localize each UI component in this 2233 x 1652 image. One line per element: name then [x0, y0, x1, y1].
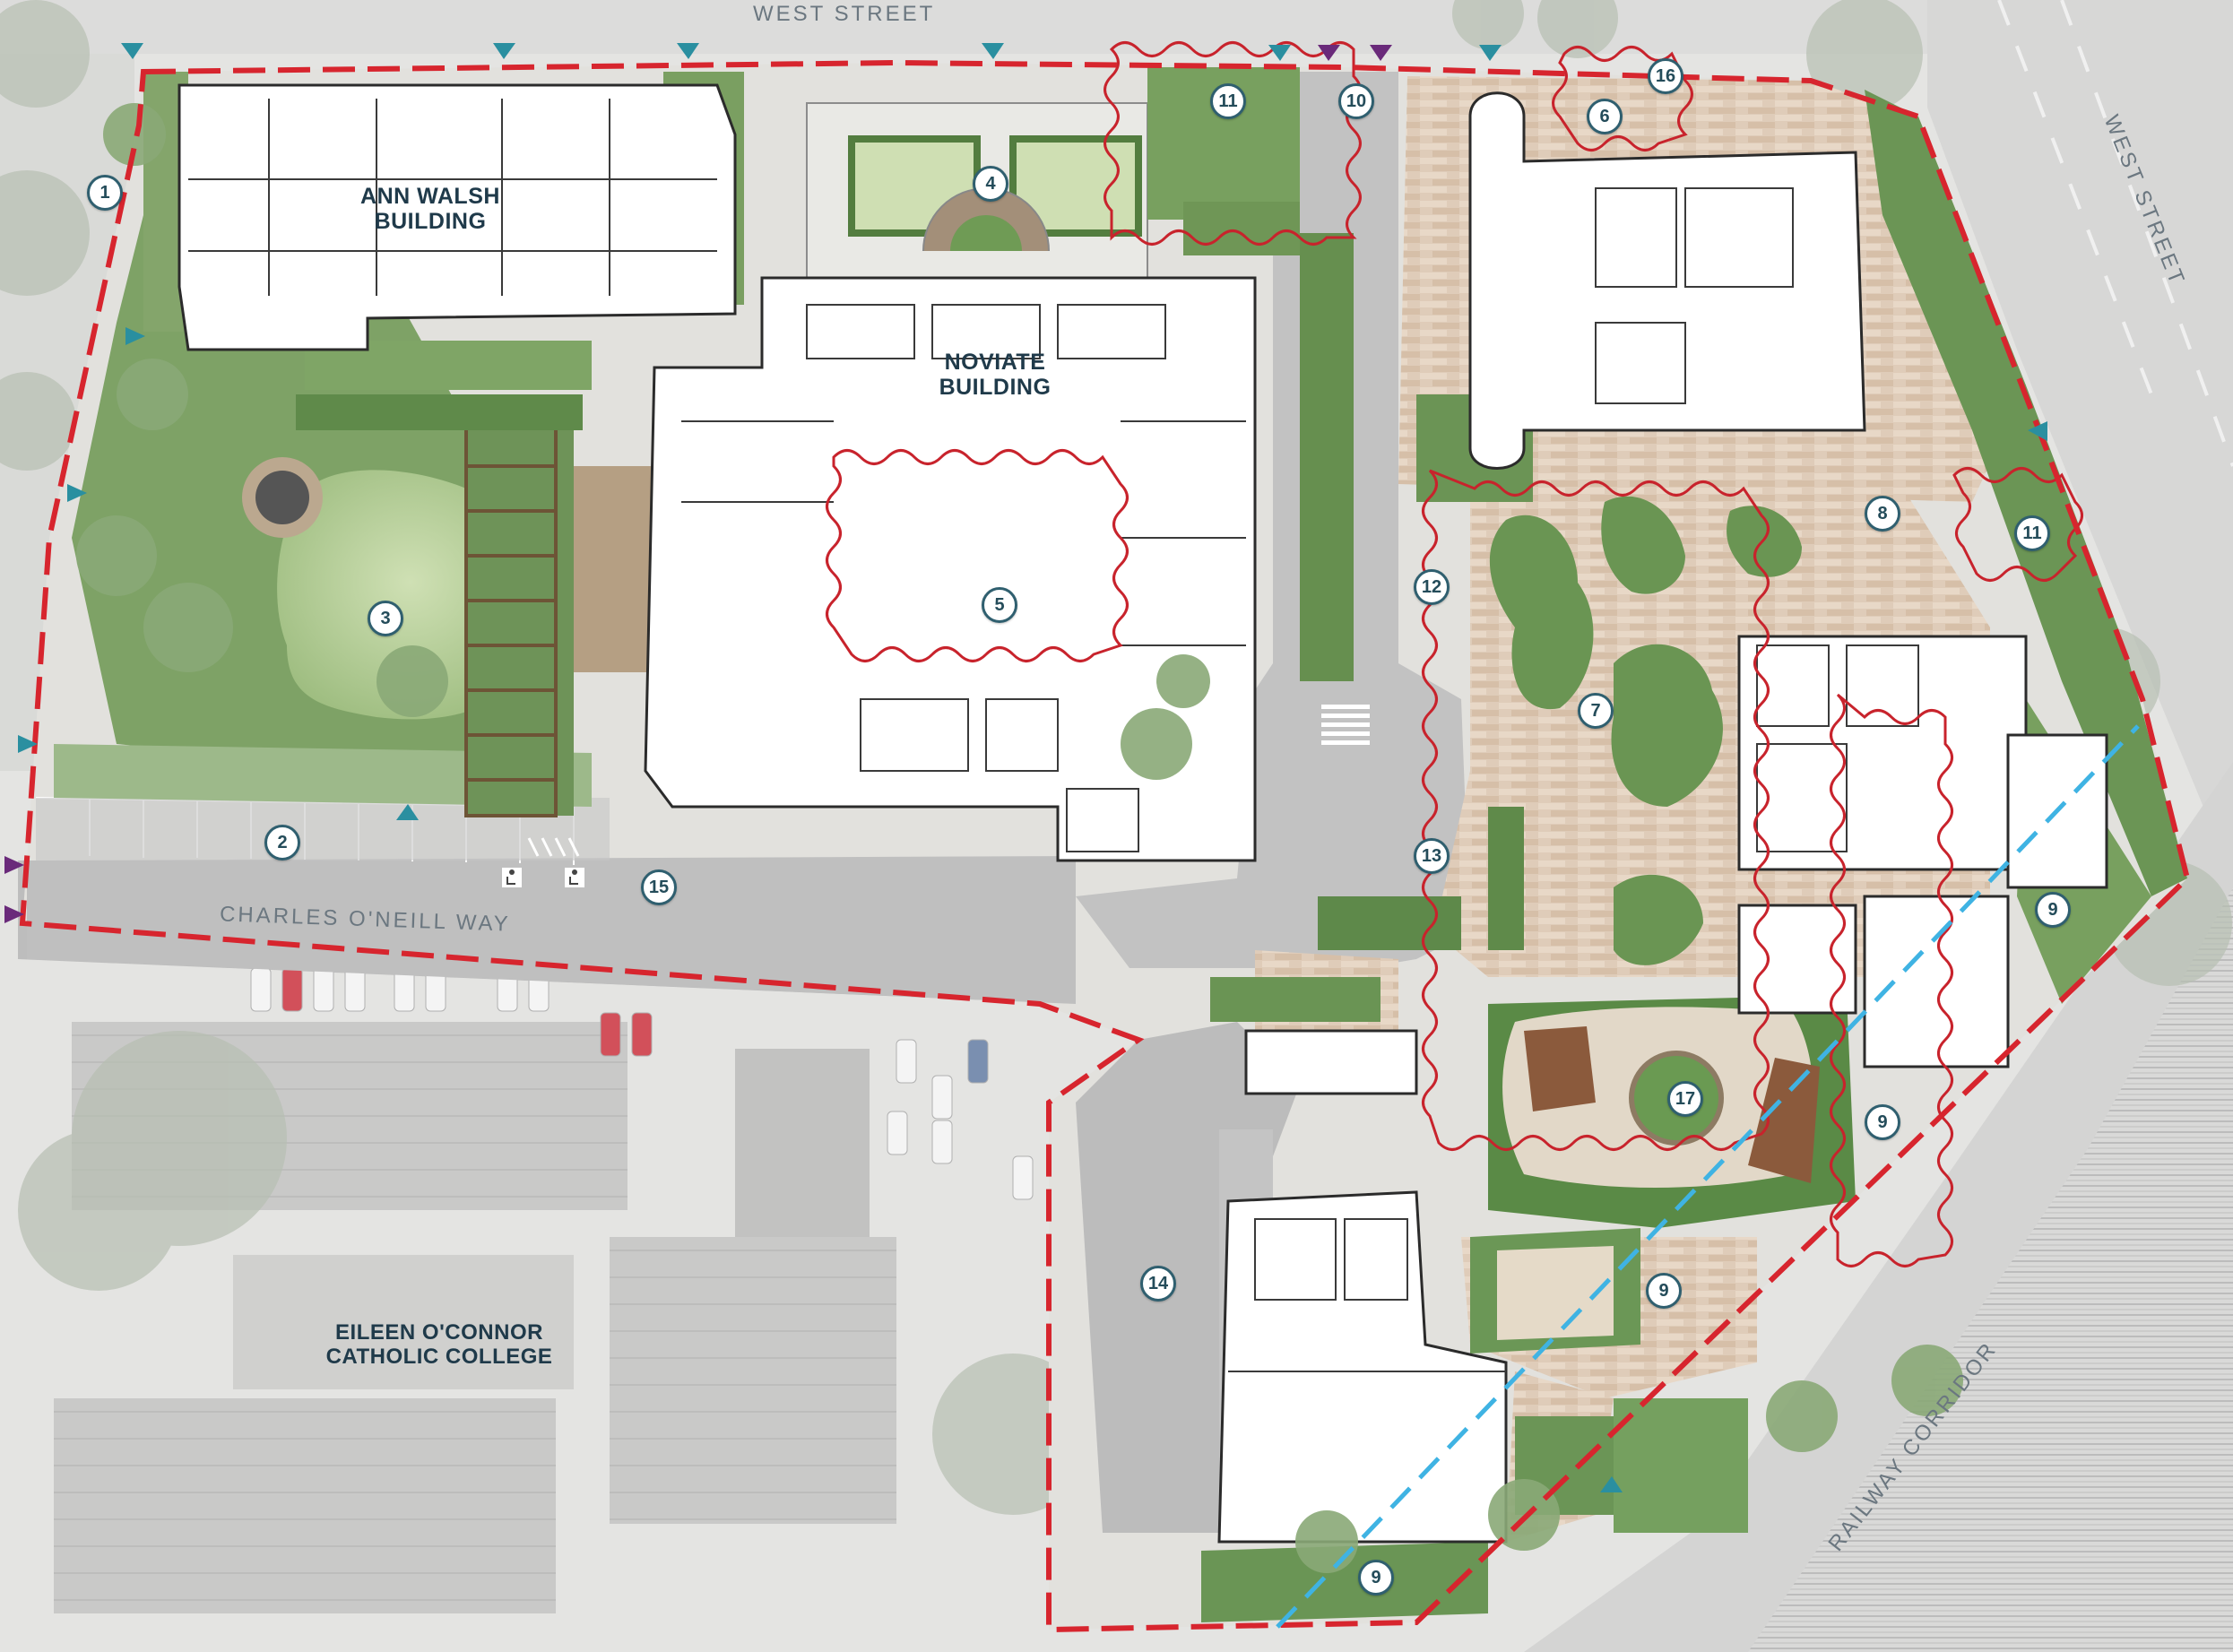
marker-4[interactable]: 4	[973, 166, 1008, 202]
marker-15[interactable]: 15	[641, 869, 677, 905]
marker-2[interactable]: 2	[264, 825, 300, 861]
entry-arrow-icon	[18, 43, 2047, 1492]
marker-9-south[interactable]: 9	[1358, 1560, 1394, 1596]
marker-6[interactable]: 6	[1587, 99, 1623, 134]
building-label-eileen-oconnor: EILEEN O'CONNOR CATHOLIC COLLEGE	[325, 1320, 553, 1369]
accessible-parking-icon	[502, 868, 584, 887]
marker-16[interactable]: 16	[1648, 58, 1683, 94]
building-label-ann-walsh: ANN WALSH BUILDING	[360, 184, 500, 234]
marker-9-railway[interactable]: 9	[1865, 1104, 1900, 1140]
marker-14[interactable]: 14	[1140, 1266, 1176, 1302]
marker-3[interactable]: 3	[368, 601, 403, 636]
vehicle-entry-icon	[4, 45, 1392, 923]
marker-1[interactable]: 1	[87, 175, 123, 211]
marker-9-east[interactable]: 9	[2035, 892, 2071, 928]
marker-7[interactable]: 7	[1578, 693, 1614, 729]
marker-13[interactable]: 13	[1414, 838, 1450, 874]
marker-5[interactable]: 5	[982, 587, 1017, 623]
marker-11-east[interactable]: 11	[2014, 515, 2050, 551]
tree-icon	[76, 103, 1963, 1573]
marker-9-courtyard[interactable]: 9	[1646, 1273, 1682, 1309]
building-label-noviate: NOVIATE BUILDING	[939, 350, 1052, 400]
street-label-west-street-top: WEST STREET	[753, 2, 936, 26]
marker-12[interactable]: 12	[1414, 569, 1450, 605]
marker-8[interactable]: 8	[1865, 496, 1900, 532]
marker-11-north[interactable]: 11	[1210, 83, 1246, 119]
marker-10[interactable]: 10	[1338, 83, 1374, 119]
marker-17[interactable]: 17	[1667, 1081, 1703, 1117]
